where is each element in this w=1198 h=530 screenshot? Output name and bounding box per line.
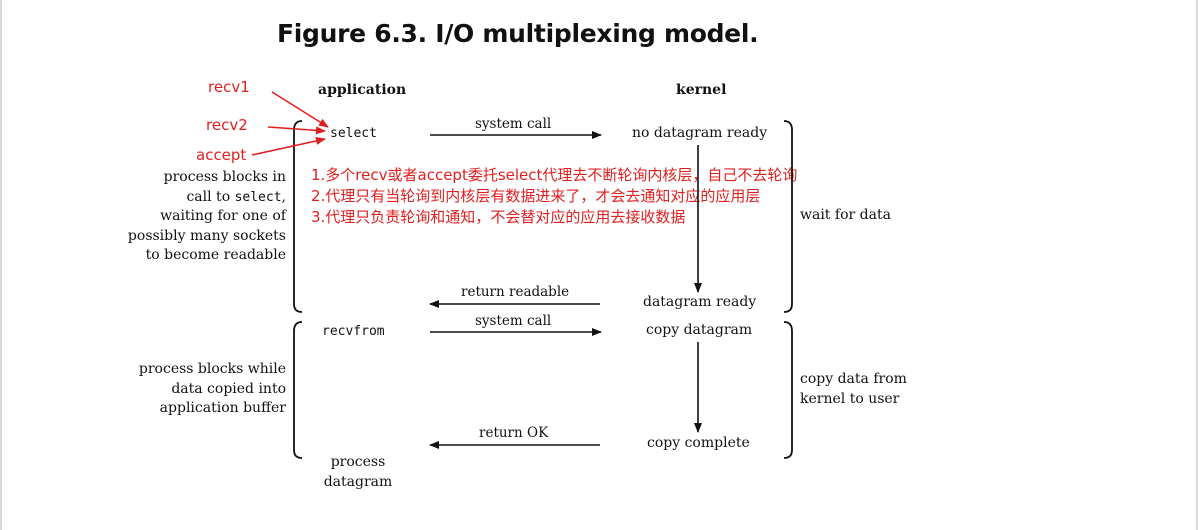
copy-data-line1: copy data from	[800, 371, 907, 387]
select-block-line: to become readable	[145, 247, 286, 263]
select-block-code: select	[234, 189, 282, 205]
recv2-arrow	[267, 126, 326, 135]
copy-data-bracket	[783, 321, 793, 459]
system-call-label-1: system call	[475, 116, 552, 132]
select-block-description: process blocks in call to select, waitin…	[110, 168, 286, 266]
return-readable-label: return readable	[461, 284, 570, 300]
annotation-accept: accept	[196, 146, 247, 164]
recv1-arrow	[271, 91, 329, 128]
recvfrom-block-description: process blocks while data copied into ap…	[110, 360, 286, 419]
no-datagram-ready: no datagram ready	[632, 125, 768, 141]
process-datagram-line: datagram	[323, 473, 393, 490]
select-block-line: possibly many sockets	[127, 227, 286, 244]
accept-arrow	[251, 137, 326, 156]
select-call: select	[330, 126, 377, 141]
column-kernel: kernel	[676, 82, 727, 98]
copy-data-label: copy data from kernel to user	[800, 370, 907, 409]
recvfrom-block-bracket	[293, 321, 303, 459]
wait-for-data-label: wait for data	[800, 207, 891, 223]
annotation-notes: 1.多个recv或者accept委托select代理去不断轮询内核层，自己不去轮…	[311, 165, 797, 228]
recvfrom-block-line: process blocks while	[138, 361, 286, 377]
recvfrom-block-line: data copied into	[171, 380, 286, 397]
select-block-bracket	[293, 120, 303, 313]
annotation-note-1: 1.多个recv或者accept委托select代理去不断轮询内核层，自己不去轮…	[311, 166, 798, 184]
annotation-note-3: 3.代理只负责轮询和通知，不会替对应的应用去接收数据	[311, 208, 686, 226]
system-call-label-2: system call	[475, 313, 552, 329]
select-block-comma: ,	[281, 188, 286, 205]
return-ok-label: return OK	[479, 425, 549, 441]
figure-title: Figure 6.3. I/O multiplexing model.	[277, 19, 759, 48]
right-border	[1196, 0, 1198, 530]
copy-datagram: copy datagram	[646, 322, 753, 338]
select-block-line: call to select,	[110, 188, 286, 208]
datagram-ready: datagram ready	[643, 294, 757, 310]
left-border	[0, 0, 2, 530]
copy-data-line2: kernel to user	[800, 390, 900, 407]
annotation-recv2: recv2	[206, 116, 248, 134]
process-datagram: process datagram	[318, 453, 398, 492]
select-block-text: call to	[186, 188, 235, 205]
select-block-line: waiting for one of	[160, 208, 286, 224]
select-block-line: process blocks in	[163, 169, 286, 185]
copy-complete: copy complete	[647, 435, 750, 451]
annotation-recv1: recv1	[208, 78, 250, 96]
process-datagram-line: process	[330, 454, 386, 470]
recvfrom-call: recvfrom	[322, 324, 385, 339]
wait-data-bracket	[783, 120, 793, 313]
annotation-note-2: 2.代理只有当轮询到内核层有数据进来了，才会去通知对应的应用层	[311, 187, 761, 205]
recvfrom-block-line: application buffer	[159, 400, 286, 416]
column-application: application	[318, 82, 407, 98]
